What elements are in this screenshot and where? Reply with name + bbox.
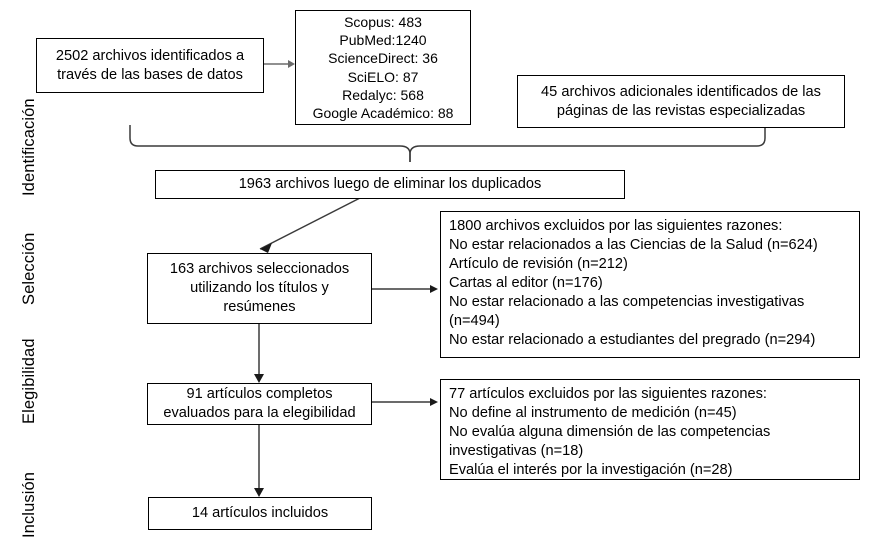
box-full-text-assessed-line-2: evaluados para la elegibilidad [163,405,356,421]
box-records-identified[interactable]: 2502 archivos identificados a través de … [36,38,264,93]
box-screened-line-3: resúmenes [223,298,296,315]
box-excluded-eligibility-line-4: investigativas (n=18) [449,442,584,459]
box-databases-scielo: SciELO: 87 [347,68,419,85]
box-screened-line-1: 163 archivos seleccionados [169,261,350,278]
box-records-identified-line-1: 2502 archivos identificados a [55,47,245,64]
box-excluded-eligibility-line-5: Evalúa el interés por la investigación (… [449,461,733,478]
arrow-records-to-databases [288,60,295,68]
box-excluded-screening-line-3: Artículo de revisión (n=212) [449,255,628,272]
box-databases[interactable]: Scopus: 483 PubMed:1240 ScienceDirect: 3… [295,10,471,125]
box-databases-sciencedirect: ScienceDirect: 36 [328,50,438,67]
box-excluded-screening-line-1: 1800 archivos excluidos por las siguient… [449,218,783,234]
box-after-duplicates-line-1: 1963 archivos luego de eliminar los dupl… [238,176,542,193]
stage-label-elegibilidad-text: Elegibilidad [20,338,38,424]
box-databases-redalyc: Redalyc: 568 [342,86,424,103]
box-excluded-screening-line-7: No estar relacionado a estudiantes del p… [449,331,816,348]
box-excluded-eligibility-line-2: No define al instrumento de medición (n=… [449,404,737,421]
arrow-fulltext-to-included [254,488,264,497]
box-additional-records[interactable]: 45 archivos adicionales identificados de… [517,75,845,128]
arrow-fulltext-to-excluded [430,397,438,406]
box-records-identified-line-2: través de las bases de datos [57,66,243,83]
box-excluded-eligibility-line-1: 77 artículos excluidos por las siguiente… [449,386,767,402]
box-screened[interactable]: 163 archivos seleccionados utilizando lo… [147,253,372,324]
box-excluded-eligibility-line-3: No evalúa alguna dimensión de las compet… [449,423,771,440]
box-included[interactable]: 14 artículos incluidos [148,497,372,530]
box-full-text-assessed-line-1: 91 artículos completos [186,386,333,403]
arrow-screened-to-excluded [430,284,438,293]
stage-label-seleccion-text: Selección [20,232,38,305]
box-databases-pubmed: PubMed:1240 [339,32,427,49]
box-additional-records-line-1: 45 archivos adicionales identificados de… [541,83,821,100]
box-after-duplicates[interactable]: 1963 archivos luego de eliminar los dupl… [155,170,625,199]
arrow-screened-to-fulltext [254,374,264,383]
box-additional-records-line-2: páginas de las revistas especializadas [556,102,806,119]
box-excluded-eligibility[interactable]: 77 artículos excluidos por las siguiente… [440,379,860,480]
box-databases-google-academico: Google Académico: 88 [312,104,454,121]
box-excluded-screening-line-2: No estar relacionados a las Ciencias de … [449,236,818,253]
box-full-text-assessed[interactable]: 91 artículos completos evaluados para la… [147,383,372,425]
box-databases-scopus: Scopus: 483 [344,13,422,30]
box-excluded-screening-line-4: Cartas al editor (n=176) [449,274,603,291]
stage-label-identificacion-text: Identificación [20,98,38,196]
box-included-line-1: 14 artículos incluidos [191,505,329,522]
stage-label-inclusion-text: Inclusión [20,471,38,538]
box-excluded-screening-line-6: (n=494) [449,312,500,329]
box-excluded-screening[interactable]: 1800 archivos excluidos por las siguient… [440,211,860,358]
box-screened-line-2: utilizando los títulos y [190,280,329,297]
box-excluded-screening-line-5: No estar relacionado a las competencias … [449,293,805,310]
